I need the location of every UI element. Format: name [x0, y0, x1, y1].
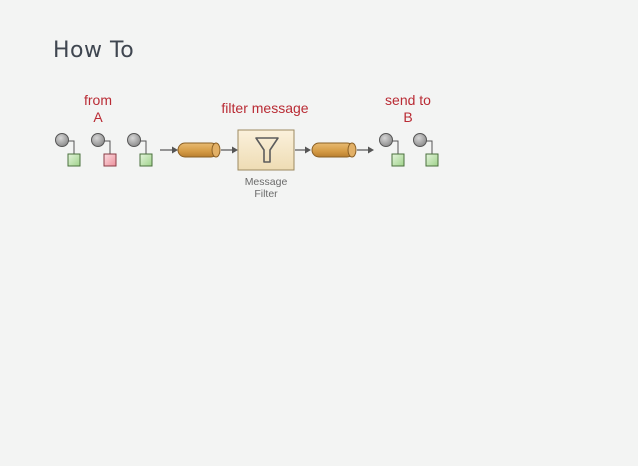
pipe-in	[177, 142, 221, 158]
arrow-3	[295, 146, 311, 154]
from-label-line2: A	[93, 109, 103, 125]
from-label: from A	[68, 92, 128, 126]
page-title: How To	[53, 38, 135, 63]
message-node-4	[379, 133, 405, 167]
arrow-2	[221, 146, 238, 154]
send-to-label-line1: send to	[385, 92, 431, 108]
message-filter-caption-line2: Filter	[254, 188, 278, 200]
funnel-icon	[255, 137, 279, 163]
from-label-line1: from	[84, 92, 112, 108]
filter-message-label: filter message	[221, 100, 309, 116]
message-filter-caption-line1: Message	[244, 176, 288, 188]
send-to-label-line2: B	[403, 109, 413, 125]
message-node-5	[413, 133, 439, 167]
message-node-3	[127, 133, 153, 167]
message-node-2	[91, 133, 117, 167]
message-node-1	[55, 133, 81, 167]
send-to-label: send to B	[373, 92, 443, 126]
arrow-4	[357, 146, 374, 154]
pipe-out	[311, 142, 357, 158]
message-filter-box	[237, 129, 295, 171]
message-filter-caption: Message Filter	[230, 176, 302, 200]
arrow-1	[160, 146, 178, 154]
